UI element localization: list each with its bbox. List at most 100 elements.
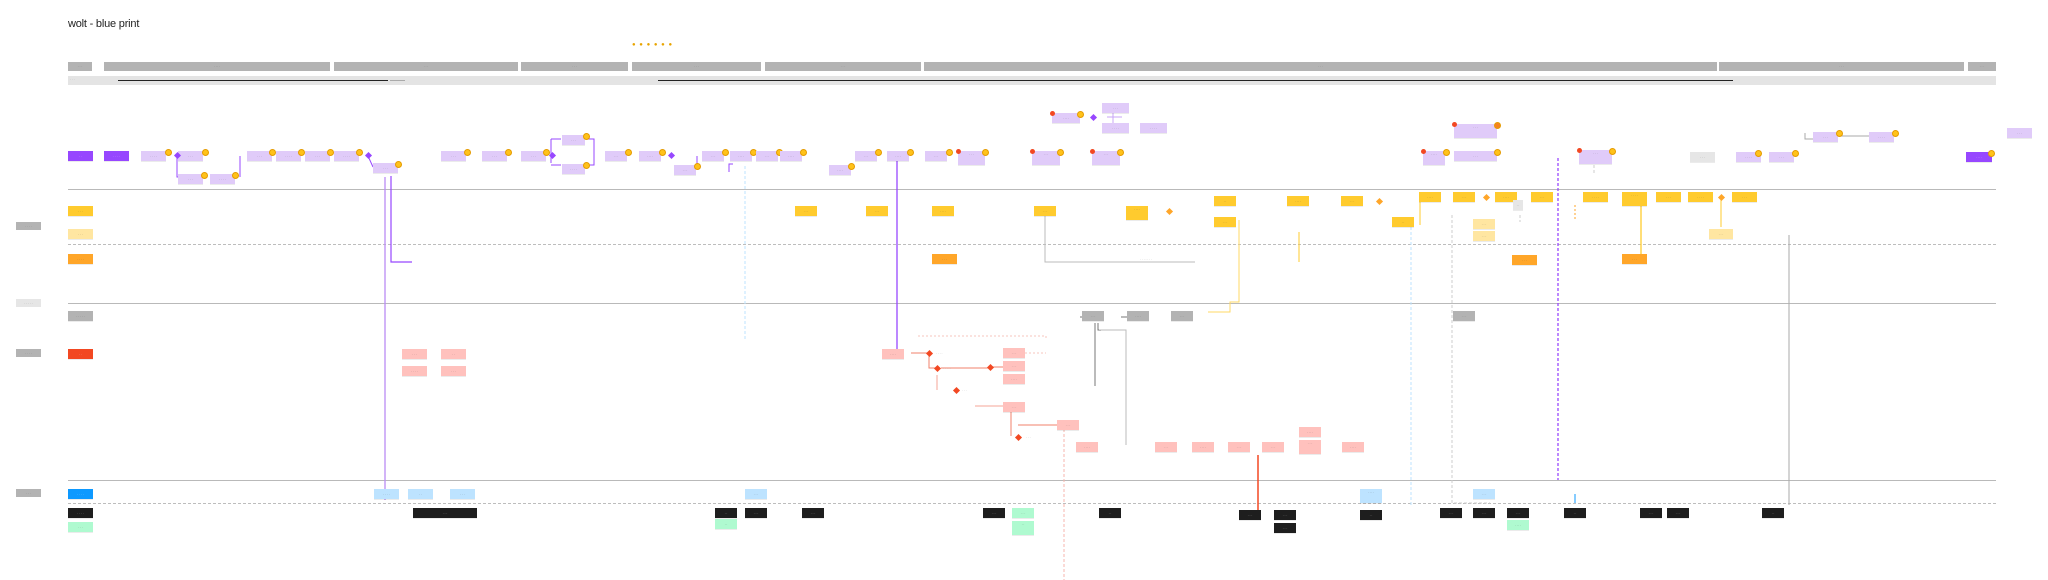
- frontstage-action[interactable]: · · · ·: [1126, 206, 1148, 220]
- frontstage-action[interactable]: · · ·: [1341, 196, 1363, 206]
- tool-block[interactable]: · · ·: [1440, 508, 1462, 518]
- frontstage-action[interactable]: · · ·: [1453, 192, 1475, 202]
- customer-action[interactable]: · · · ·: [276, 151, 301, 161]
- backstage-step[interactable]: · · ·: [1003, 402, 1025, 412]
- frontstage-action[interactable]: · · ·: [866, 206, 888, 216]
- frontstage-note[interactable]: · · ·: [1473, 231, 1495, 241]
- customer-action[interactable]: · · ·: [373, 163, 398, 173]
- customer-action[interactable]: · · · ·: [210, 174, 235, 184]
- phase-header[interactable]: · · ·: [68, 62, 92, 71]
- tool-block[interactable]: · ·: [1762, 508, 1784, 518]
- customer-action[interactable]: · · · ·: [730, 151, 752, 161]
- system-step[interactable]: · · · ·: [374, 489, 399, 499]
- customer-action[interactable]: · · ·: [1454, 151, 1497, 161]
- customer-action[interactable]: · · ·: [1813, 132, 1838, 142]
- system-step[interactable]: · · ·: [450, 489, 475, 499]
- backstage-step[interactable]: · · · ·: [1299, 427, 1321, 437]
- frontstage-action[interactable]: · · ·: [1732, 192, 1757, 202]
- customer-action[interactable]: · · · ·: [141, 151, 166, 161]
- frontstage-action[interactable]: · · ·: [795, 206, 817, 216]
- backstage-step[interactable]: · · ·: [1003, 348, 1025, 358]
- frontstage-emotion[interactable]: · · ·: [932, 254, 957, 264]
- customer-action[interactable]: · · · ·: [1423, 151, 1445, 165]
- customer-action[interactable]: · · ·: [1032, 151, 1060, 165]
- backstage-step[interactable]: · · ·: [1228, 442, 1250, 452]
- tool-note[interactable]: · · ·: [1012, 508, 1034, 518]
- backstage-step[interactable]: · ·: [441, 349, 466, 359]
- tool-block[interactable]: · · ·: [1239, 510, 1261, 520]
- customer-action[interactable]: · · ·: [305, 151, 330, 161]
- backstage-step[interactable]: · · ·: [1155, 442, 1177, 452]
- backstage-step[interactable]: · · ·: [1299, 440, 1321, 454]
- customer-action-end[interactable]: · · · ·: [1966, 152, 1992, 162]
- frontstage-action[interactable]: · · · ·: [1419, 192, 1441, 202]
- customer-action[interactable]: · · ·: [178, 174, 203, 184]
- tool-block[interactable]: · ·: [715, 508, 737, 518]
- customer-action-start[interactable]: · · · ·: [104, 151, 129, 161]
- frontstage-emotion[interactable]: · · ·: [1512, 255, 1537, 265]
- customer-action[interactable]: · · ·: [756, 151, 778, 161]
- reaction-emojis[interactable]: ● ● ● ● ● ●: [632, 42, 674, 48]
- customer-action[interactable]: · · · ·: [780, 151, 802, 161]
- customer-action[interactable]: · · ·: [247, 151, 272, 161]
- customer-action[interactable]: · · ·: [482, 151, 507, 161]
- backstage-step[interactable]: · · · ·: [1076, 442, 1098, 452]
- frontstage-action[interactable]: · · · ·: [1583, 192, 1608, 202]
- phase-header[interactable]: · · ·: [924, 62, 1717, 71]
- phase-header[interactable]: · · ·: [632, 62, 761, 71]
- backstage-step[interactable]: · · ·: [441, 366, 466, 376]
- tool-block[interactable]: · · ·: [1640, 508, 1662, 518]
- customer-action[interactable]: · · ·: [1769, 152, 1794, 162]
- customer-action[interactable]: · · ·: [178, 151, 203, 161]
- backstage-step[interactable]: · · · ·: [1003, 374, 1025, 384]
- backstage-step[interactable]: · · · ·: [1342, 442, 1364, 452]
- customer-action[interactable]: · · ·: [605, 151, 627, 161]
- customer-action[interactable]: · · · ·: [1102, 123, 1129, 133]
- phase-header[interactable]: · · ·: [1968, 62, 1996, 71]
- customer-action-draft[interactable]: · · ·: [1690, 152, 1715, 162]
- customer-action[interactable]: · · ·: [1579, 150, 1612, 164]
- tool-block[interactable]: · ·: [1564, 508, 1586, 518]
- customer-action[interactable]: · · ·: [855, 151, 877, 161]
- tool-block[interactable]: · · ·: [1507, 508, 1529, 518]
- tool-block[interactable]: · · ·: [983, 508, 1005, 518]
- customer-action[interactable]: · · · ·: [639, 151, 661, 161]
- system-step[interactable]: · · · ·: [1360, 489, 1382, 503]
- frontstage-action[interactable]: · ·: [1214, 196, 1236, 206]
- support-step[interactable]: · · · ·: [1127, 311, 1149, 321]
- customer-action[interactable]: · · · ·: [1736, 152, 1761, 162]
- tool-note[interactable]: · ·: [715, 519, 737, 529]
- customer-action[interactable]: · · ·: [1092, 151, 1120, 165]
- system-step[interactable]: · · ·: [1473, 489, 1495, 499]
- backstage-step[interactable]: · · · ·: [1192, 442, 1214, 452]
- frontstage-action[interactable]: · · ·: [1656, 192, 1681, 202]
- frontstage-action[interactable]: · · · ·: [1622, 192, 1647, 206]
- frontstage-note[interactable]: · · ·: [1473, 219, 1495, 229]
- tool-block[interactable]: · · ·: [802, 508, 824, 518]
- tool-block[interactable]: · · ·: [1274, 523, 1296, 533]
- tool-block[interactable]: · · ·: [1473, 508, 1495, 518]
- backstage-step[interactable]: · · · ·: [402, 366, 427, 376]
- phase-header[interactable]: · · ·: [334, 62, 518, 71]
- support-step[interactable]: · · ·: [1171, 311, 1193, 321]
- backstage-step[interactable]: · · ·: [1003, 361, 1025, 371]
- customer-action[interactable]: · · · ·: [887, 151, 909, 161]
- tool-block[interactable]: · · ·: [1667, 508, 1689, 518]
- phase-header[interactable]: · · · ·: [104, 62, 330, 71]
- customer-action[interactable]: · · ·: [562, 135, 585, 145]
- customer-action[interactable]: · · · ·: [562, 164, 585, 174]
- phase-header[interactable]: · · ·: [765, 62, 921, 71]
- tool-block[interactable]: · · ·: [1274, 510, 1296, 520]
- frontstage-emotion[interactable]: · · ·: [1622, 254, 1647, 264]
- customer-action[interactable]: · · ·: [958, 151, 985, 165]
- tool-block[interactable]: · · ·: [745, 508, 767, 518]
- backstage-step[interactable]: · · ·: [1057, 420, 1079, 430]
- customer-action[interactable]: · · ·: [925, 151, 947, 161]
- backstage-step[interactable]: · · · ·: [882, 349, 904, 359]
- system-step[interactable]: · · ·: [745, 489, 767, 499]
- customer-action[interactable]: · · · ·: [1052, 113, 1080, 123]
- frontstage-action[interactable]: · · ·: [1034, 206, 1056, 216]
- frontstage-action[interactable]: · · ·: [1531, 192, 1553, 202]
- customer-action[interactable]: · · ·: [2007, 128, 2032, 138]
- frontstage-action[interactable]: · · ·: [1214, 217, 1236, 227]
